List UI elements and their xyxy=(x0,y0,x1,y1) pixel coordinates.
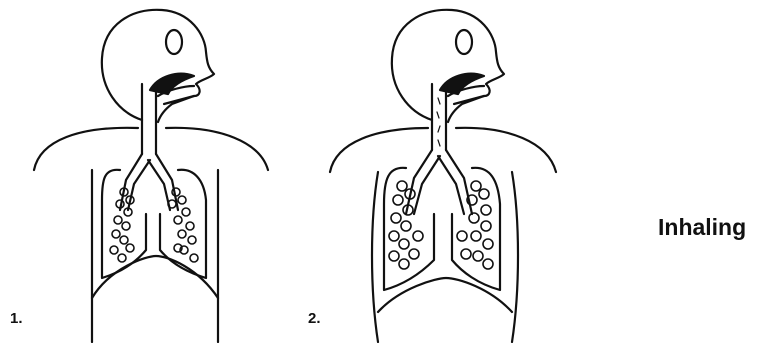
shoulders xyxy=(34,128,138,170)
head-outline xyxy=(102,10,214,122)
diaphragm xyxy=(92,256,218,298)
diaphragm xyxy=(378,278,512,312)
alveoli-right xyxy=(457,181,493,269)
trachea xyxy=(142,84,156,154)
torso-right xyxy=(512,172,518,342)
figure-2-number: 2. xyxy=(308,311,321,326)
lung-right xyxy=(160,170,206,278)
lung-left xyxy=(384,168,434,290)
figure-1-exhaled: 1. xyxy=(0,0,290,343)
alveoli-right xyxy=(168,188,198,262)
airflow-marks xyxy=(437,98,440,146)
bronchus-left xyxy=(120,154,150,210)
respiratory-system-illustration-2 xyxy=(290,0,580,343)
figure-1-number: 1. xyxy=(10,311,23,326)
lung-right xyxy=(452,168,500,290)
head-outline xyxy=(392,10,504,122)
respiratory-system-illustration-1 xyxy=(0,0,290,343)
eye-icon xyxy=(456,30,472,54)
bronchus-left xyxy=(406,150,440,214)
alveoli-left xyxy=(389,181,423,269)
figure-2-inhaled: 2. xyxy=(290,0,580,343)
bronchus-right xyxy=(438,150,472,214)
torso-left xyxy=(372,172,378,342)
eye-icon xyxy=(166,30,182,54)
bronchus-right xyxy=(148,154,178,210)
caption-label: Inhaling xyxy=(658,216,746,239)
shoulders xyxy=(330,128,428,172)
